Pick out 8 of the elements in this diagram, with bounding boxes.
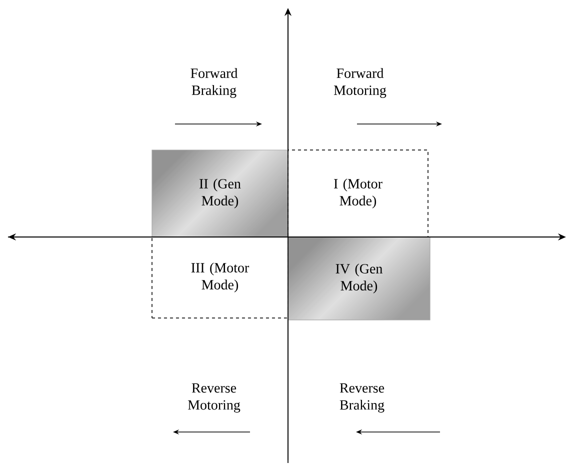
quadrant-label: Reverse Motoring bbox=[188, 383, 240, 413]
quadrant-label: Forward Braking bbox=[190, 68, 238, 98]
quadrant-label: Forward Motoring bbox=[334, 68, 386, 98]
mode-box: IV (Gen Mode) bbox=[288, 236, 430, 320]
mode-box: III (Motor Mode) bbox=[152, 236, 288, 318]
quadrant-label: Reverse Braking bbox=[340, 383, 384, 413]
mode-box: I (Motor Mode) bbox=[288, 150, 428, 238]
mode-box: II (Gen Mode) bbox=[152, 150, 288, 238]
